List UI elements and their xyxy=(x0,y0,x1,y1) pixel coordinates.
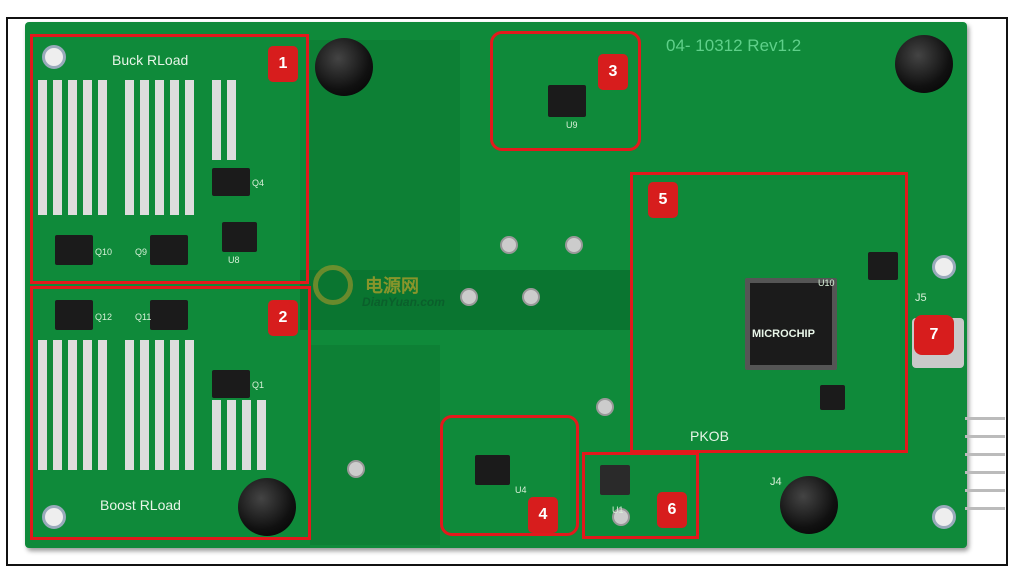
callout-box-6 xyxy=(582,452,699,539)
copper-pour xyxy=(310,345,440,545)
image-frame xyxy=(6,17,1008,566)
resistor-array xyxy=(38,340,113,470)
ic xyxy=(820,385,845,410)
watermark-cn: 电源网 xyxy=(365,276,419,296)
rubber-foot xyxy=(315,38,373,96)
resistor-array xyxy=(38,80,113,215)
mounting-hole xyxy=(932,255,956,279)
test-point xyxy=(347,460,365,478)
designator: Q1 xyxy=(252,380,265,390)
ic xyxy=(868,252,898,280)
mounting-hole xyxy=(42,45,66,69)
resistor-array xyxy=(125,80,200,215)
test-point xyxy=(596,398,614,416)
callout-badge-6: 6 xyxy=(657,492,687,528)
designator: Q12 xyxy=(95,312,113,322)
mounting-hole xyxy=(932,505,956,529)
callout-box-5 xyxy=(630,172,908,453)
mosfet-q12 xyxy=(55,300,93,330)
callout-box-1 xyxy=(30,34,309,284)
callout-badge-5: 5 xyxy=(648,182,678,218)
resistor-array xyxy=(212,400,272,470)
resistor-array xyxy=(212,80,242,160)
designator: J4 xyxy=(770,476,782,488)
designator: U9 xyxy=(566,120,578,130)
designator: Q11 xyxy=(135,312,152,322)
test-point xyxy=(565,236,583,254)
pkob-label: PKOB xyxy=(690,428,729,444)
rubber-foot xyxy=(238,478,296,536)
ic-u8 xyxy=(222,222,257,252)
callout-badge-3: 3 xyxy=(598,54,628,90)
rubber-foot xyxy=(895,35,953,93)
mosfet-q1 xyxy=(212,370,250,398)
rubber-foot xyxy=(780,476,838,534)
ic-u4 xyxy=(475,455,510,485)
designator: U8 xyxy=(228,255,240,265)
callout-badge-4: 4 xyxy=(528,497,558,533)
callout-box-3 xyxy=(490,31,641,151)
callout-badge-1: 1 xyxy=(268,46,298,82)
test-point xyxy=(460,288,478,306)
mosfet-q9 xyxy=(150,235,188,265)
designator: J5 xyxy=(915,292,927,304)
boost-rload-label: Boost RLoad xyxy=(100,497,181,513)
mosfet-q10 xyxy=(55,235,93,265)
designator: U1 xyxy=(612,505,624,515)
revision-label: 04- 10312 Rev1.2 xyxy=(666,36,802,55)
watermark-en: DianYuan.com xyxy=(362,295,445,309)
ic-u9 xyxy=(548,85,586,117)
buck-rload-label: Buck RLoad xyxy=(112,52,189,68)
callout-box-2 xyxy=(30,286,311,540)
test-point xyxy=(500,236,518,254)
designator: Q9 xyxy=(135,247,148,257)
resistor-array xyxy=(125,340,200,470)
mounting-hole xyxy=(42,505,66,529)
callout-badge-7: 7 xyxy=(914,315,954,355)
test-point xyxy=(612,508,630,526)
callout-box-4 xyxy=(440,415,579,536)
designator: Q10 xyxy=(95,247,113,257)
designator: U10 xyxy=(818,278,835,288)
designator: Q4 xyxy=(252,178,265,188)
mosfet-q11 xyxy=(150,300,188,330)
pin-header xyxy=(965,410,1005,520)
regulator-u1 xyxy=(600,465,630,495)
microchip-logo-text: MICROCHIP xyxy=(752,328,815,340)
callout-badge-2: 2 xyxy=(268,300,298,336)
watermark-logo-icon xyxy=(313,265,353,305)
mcu-u10 xyxy=(745,278,837,370)
test-point xyxy=(522,288,540,306)
mosfet-q4 xyxy=(212,168,250,196)
designator: U4 xyxy=(515,485,527,495)
